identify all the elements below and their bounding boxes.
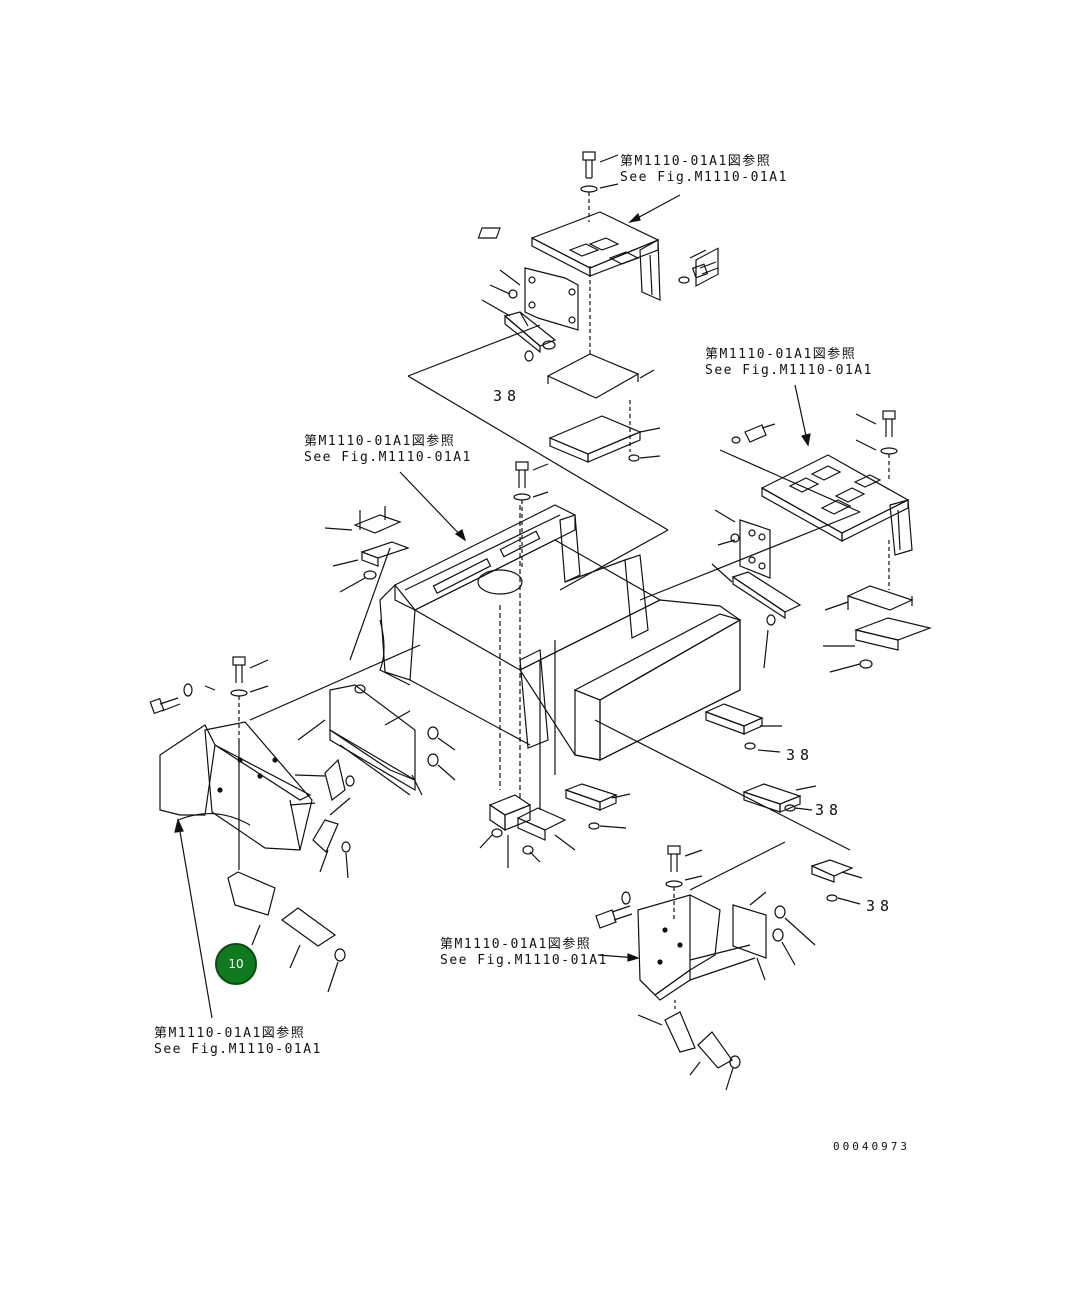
reference-label-bottom: 第M1110-01A1図参照 See Fig.M1110-01A1 bbox=[440, 937, 608, 969]
reference-en-left: See Fig.M1110-01A1 bbox=[154, 1042, 322, 1057]
reference-label-left: 第M1110-01A1図参照 See Fig.M1110-01A1 bbox=[154, 1026, 322, 1058]
reference-label-center: 第M1110-01A1図参照 See Fig.M1110-01A1 bbox=[304, 434, 472, 466]
reference-jp-bottom: 第M1110-01A1図参照 bbox=[440, 937, 592, 952]
callout-38-mid-right-1: 38 bbox=[786, 746, 815, 764]
part-hotspot-10[interactable]: 10 bbox=[215, 943, 257, 985]
center-lower-pads bbox=[479, 794, 576, 868]
reference-jp-top: 第M1110-01A1図参照 bbox=[620, 154, 772, 169]
right-pads bbox=[564, 703, 863, 905]
reference-jp-left: 第M1110-01A1図参照 bbox=[154, 1026, 306, 1041]
callout-38-top: 38 bbox=[493, 387, 522, 405]
reference-en-right: See Fig.M1110-01A1 bbox=[705, 363, 873, 378]
reference-en-center: See Fig.M1110-01A1 bbox=[304, 450, 472, 465]
reference-label-right: 第M1110-01A1図参照 See Fig.M1110-01A1 bbox=[705, 347, 873, 379]
drawing-number: 00040973 bbox=[833, 1140, 910, 1153]
main-frame bbox=[379, 247, 851, 851]
bottom-cab-bracket bbox=[595, 841, 816, 1091]
reference-jp-right: 第M1110-01A1図参照 bbox=[705, 347, 857, 362]
reference-en-bottom: See Fig.M1110-01A1 bbox=[440, 953, 608, 968]
left-mount-bracket bbox=[324, 506, 410, 661]
left-cab-bracket bbox=[149, 644, 421, 1019]
reference-jp-center: 第M1110-01A1図参照 bbox=[304, 434, 456, 449]
top-cab-bracket bbox=[477, 151, 719, 463]
assembly-guide-lines bbox=[407, 324, 861, 601]
left-mid-plates bbox=[297, 684, 456, 796]
right-cab-bracket bbox=[711, 384, 933, 673]
reference-label-top: 第M1110-01A1図参照 See Fig.M1110-01A1 bbox=[620, 154, 788, 186]
callout-38-mid-right-2: 38 bbox=[815, 801, 844, 819]
reference-en-top: See Fig.M1110-01A1 bbox=[620, 170, 788, 185]
callout-38-bottom-right: 38 bbox=[866, 897, 895, 915]
